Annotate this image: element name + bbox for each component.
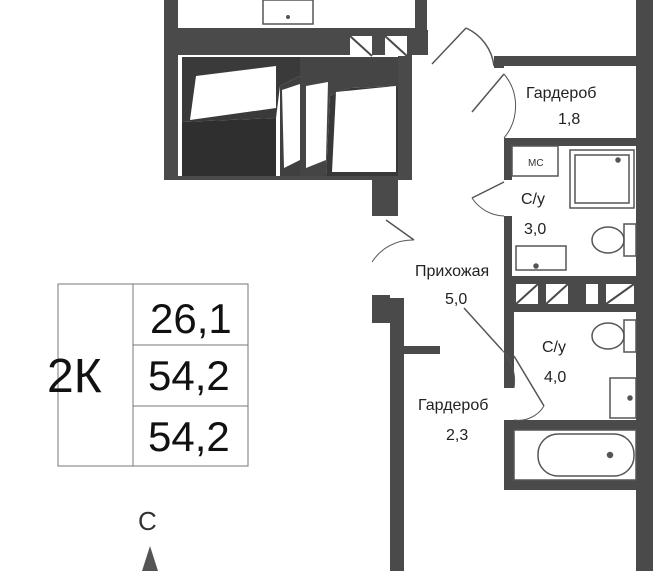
toilet-upper-icon: [591, 223, 637, 257]
washing-machine-box: [511, 145, 559, 177]
room-name-bathroom-1: С/у: [521, 191, 545, 208]
north-arrow-icon: [142, 546, 158, 571]
room-name-hallway: Прихожая: [415, 263, 489, 280]
room-labels: Гардероб 1,8 С/у 3,0 Прихожая 5,0 С/у 4,…: [415, 85, 596, 444]
washing-machine-label: МС: [528, 158, 544, 169]
area-value-2: 54,2: [148, 352, 230, 399]
toilet-lower-icon: [591, 319, 637, 353]
room-area-hallway: 5,0: [445, 291, 467, 308]
area-value-1: 26,1: [150, 295, 232, 342]
apartment-type: 2К: [47, 350, 102, 403]
room-area-bathroom-2: 4,0: [544, 369, 566, 386]
room-name-wardrobe-1: Гардероб: [526, 85, 596, 102]
room-name-bathroom-2: С/у: [542, 339, 566, 356]
room-area-bathroom-1: 3,0: [524, 221, 546, 238]
sink-upper-icon: [515, 245, 567, 271]
compass: С: [138, 506, 158, 571]
room-area-wardrobe-2: 2,3: [446, 427, 468, 444]
shower-tray-icon: [569, 149, 635, 209]
upper-room-block: [164, 0, 428, 216]
walls: [372, 0, 653, 571]
fixtures: [511, 145, 637, 481]
bathtub-icon: [513, 429, 637, 481]
room-name-wardrobe-2: Гардероб: [418, 397, 488, 414]
washbasin-lower-icon: [609, 377, 637, 419]
room-area-wardrobe-1: 1,8: [558, 111, 580, 128]
apartment-info-table: 2К 26,1 54,2 54,2: [47, 283, 249, 467]
area-value-3: 54,2: [148, 413, 230, 460]
compass-letter: С: [138, 506, 157, 536]
doors: [371, 27, 545, 421]
